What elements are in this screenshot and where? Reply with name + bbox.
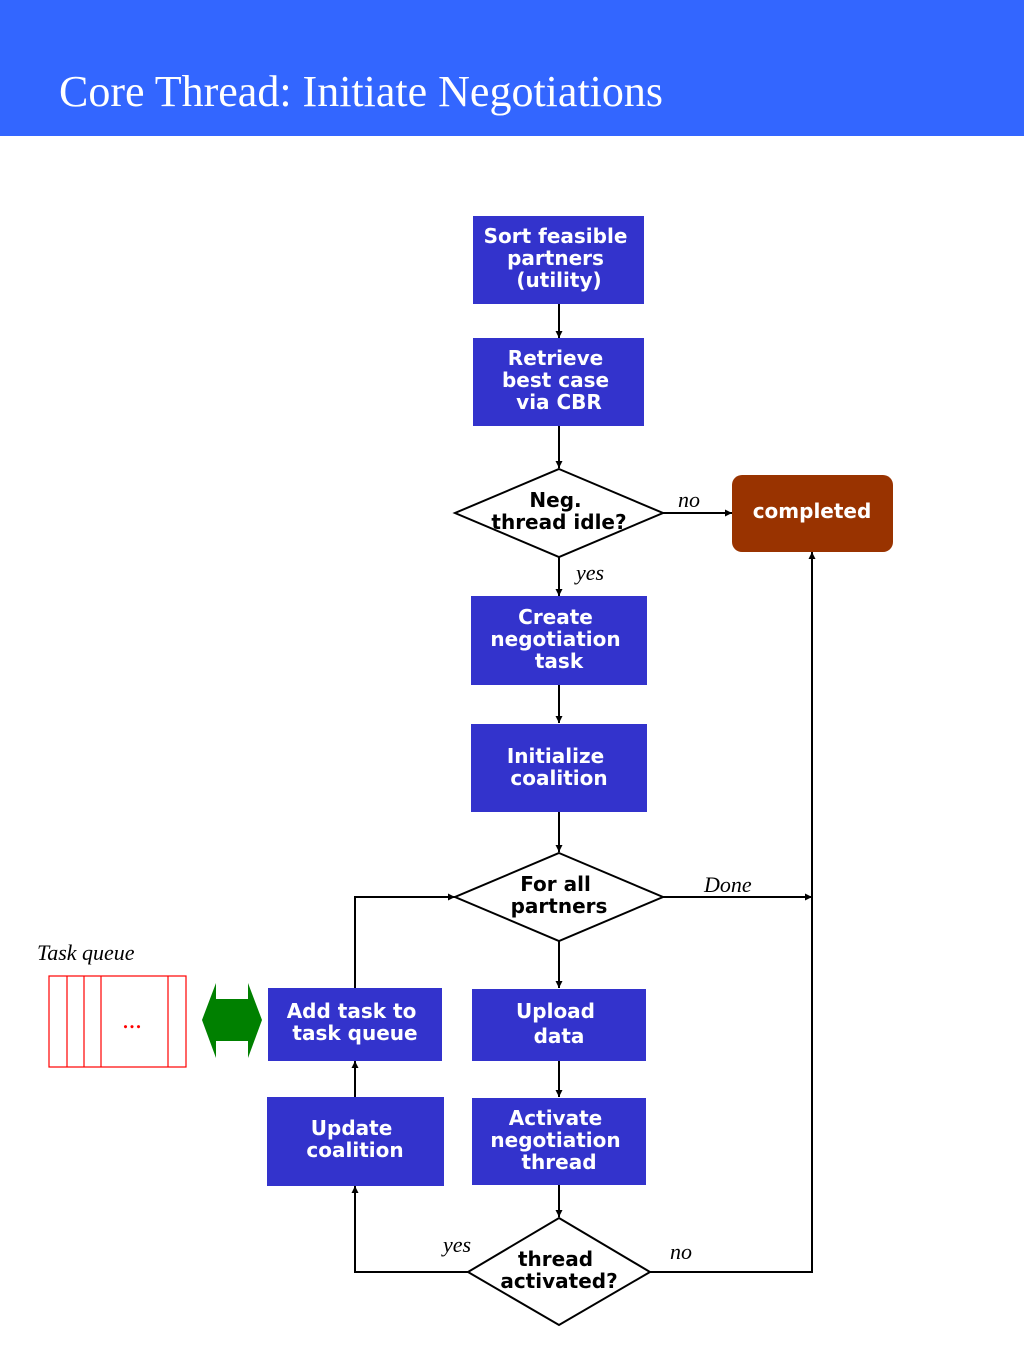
task-queue-outline bbox=[48, 975, 187, 1068]
node-label-line: Update bbox=[311, 1116, 393, 1140]
svg-text:Add task to task queue: Add task to task queue bbox=[287, 999, 424, 1045]
terminal-completed: completed bbox=[732, 475, 893, 552]
node-label-line: Neg. bbox=[529, 488, 581, 512]
node-label-line: partners bbox=[507, 246, 604, 270]
node-label-line: For all bbox=[520, 872, 591, 896]
svg-text:Initialize coalition: Initialize coalition bbox=[507, 744, 611, 790]
node-label-line: Retrieve bbox=[508, 346, 603, 370]
edge-activated-yes-to-update bbox=[351, 1186, 468, 1273]
connectors bbox=[351, 304, 816, 1273]
node-label-line: data bbox=[534, 1024, 585, 1048]
svg-text:Create negotiation: Create negotiation task bbox=[490, 605, 627, 673]
node-label-line: Activate bbox=[509, 1106, 602, 1130]
svg-text:Activate negotiation: Activate negotiation thread bbox=[490, 1106, 627, 1174]
process-update-coalition: Update coalition bbox=[267, 1097, 444, 1186]
task-queue: Task queue ... bbox=[37, 940, 187, 1068]
decision-diamond bbox=[466, 1216, 652, 1327]
node-label-line: task queue bbox=[292, 1021, 417, 1045]
process-box bbox=[472, 989, 646, 1061]
terminal-box bbox=[732, 475, 893, 552]
slide-title: Core Thread: Initiate Negotiations bbox=[59, 67, 664, 116]
edge-label-idle-no: no bbox=[678, 487, 700, 512]
node-label-line: best case bbox=[502, 368, 609, 392]
svg-text:completed: completed bbox=[753, 499, 872, 523]
process-box bbox=[471, 596, 647, 685]
node-label-line: thread bbox=[518, 1247, 593, 1271]
node-label-line: coalition bbox=[306, 1138, 403, 1162]
process-box bbox=[267, 1097, 444, 1186]
node-label-line: via CBR bbox=[516, 390, 602, 414]
exchange-double-arrow bbox=[202, 983, 262, 1058]
node-label-line: negotiation bbox=[490, 627, 620, 651]
node-label-line: activated? bbox=[500, 1269, 617, 1293]
edge-label-activated-yes: yes bbox=[441, 1232, 471, 1257]
node-label-line: Initialize bbox=[507, 744, 604, 768]
node-label-line: Add task to bbox=[287, 999, 417, 1023]
process-sort-partners: Sort feasible partners (utility) bbox=[473, 216, 644, 304]
process-box bbox=[473, 216, 644, 304]
decision-diamond bbox=[452, 467, 666, 559]
node-label-line: coalition bbox=[510, 766, 607, 790]
process-init-coalition: Initialize coalition bbox=[471, 724, 647, 812]
svg-text:Sort feasible partners: Sort feasible partners (utility) bbox=[484, 224, 635, 292]
edge-label-idle-yes: yes bbox=[574, 560, 604, 585]
slide-header: Core Thread: Initiate Negotiations bbox=[0, 0, 1024, 136]
process-upload-data: Upload data bbox=[472, 989, 646, 1061]
process-box bbox=[472, 1098, 646, 1185]
node-label-line: task bbox=[535, 649, 584, 673]
edge-label-done: Done bbox=[703, 872, 752, 897]
process-box bbox=[268, 988, 442, 1061]
process-box bbox=[473, 338, 644, 426]
node-label-line: negotiation bbox=[490, 1128, 620, 1152]
process-activate-thread: Activate negotiation thread bbox=[472, 1098, 646, 1185]
svg-text:Retrieve best case: Retrieve best case via CBR bbox=[502, 346, 616, 414]
node-label-line: Upload bbox=[516, 999, 595, 1023]
edge-addtask-loop-to-forall bbox=[354, 893, 455, 988]
process-box bbox=[471, 724, 647, 812]
task-queue-label: Task queue bbox=[37, 940, 135, 965]
decision-for-all-partners: For all partners bbox=[452, 851, 666, 943]
process-retrieve-case: Retrieve best case via CBR bbox=[473, 338, 644, 426]
node-label-line: partners bbox=[511, 894, 608, 918]
node-label-line: (utility) bbox=[516, 268, 601, 292]
decision-diamond bbox=[452, 851, 666, 943]
process-create-task: Create negotiation task bbox=[471, 596, 647, 685]
svg-text:thread activated?: thread activated? bbox=[500, 1247, 617, 1293]
task-queue-ellipsis: ... bbox=[122, 1005, 142, 1034]
decision-neg-thread-idle: Neg. thread idle? bbox=[452, 467, 666, 559]
svg-text:Neg. thread idle?: Neg. thread idle? bbox=[491, 488, 626, 534]
svg-text:Upload data: Upload data bbox=[516, 999, 602, 1048]
process-add-task: Add task to task queue bbox=[268, 988, 442, 1061]
node-label-line: Create bbox=[518, 605, 593, 629]
svg-text:Update coalition: Update coalition bbox=[306, 1116, 403, 1162]
node-label-line: thread bbox=[521, 1150, 596, 1174]
decision-thread-activated: thread activated? bbox=[466, 1216, 652, 1327]
node-label-line: completed bbox=[753, 499, 872, 523]
edge-activated-no-to-completed bbox=[650, 552, 816, 1273]
node-label-line: Sort feasible bbox=[484, 224, 628, 248]
edge-label-activated-no: no bbox=[670, 1239, 692, 1264]
svg-text:For all partners: For all partners bbox=[511, 872, 608, 918]
node-label-line: thread idle? bbox=[491, 510, 626, 534]
